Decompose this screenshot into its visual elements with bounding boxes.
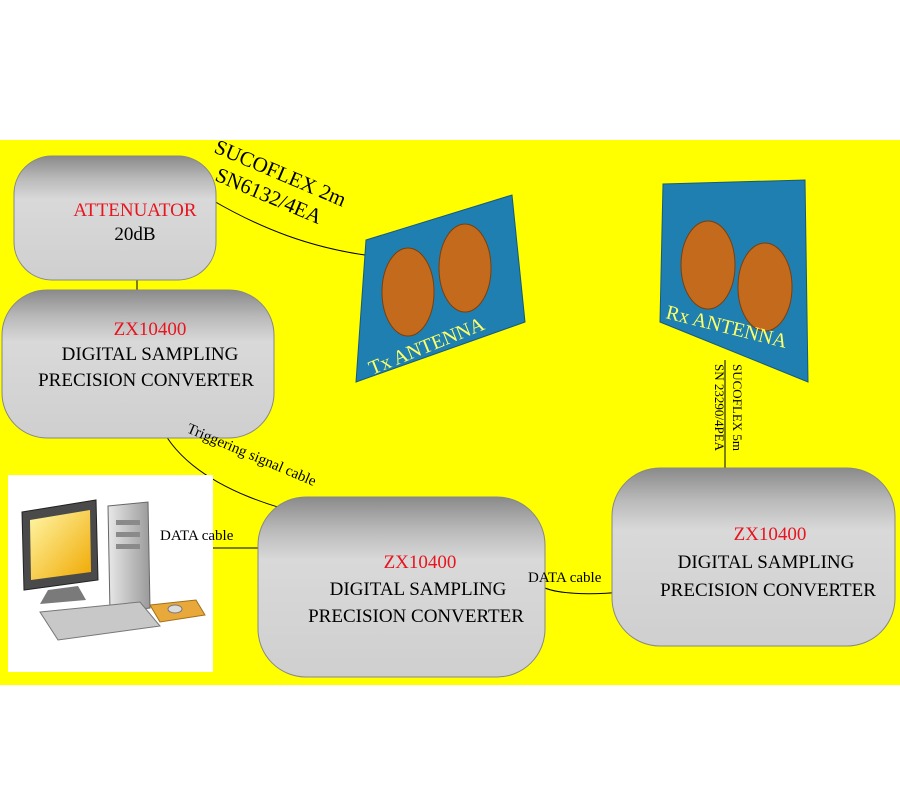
converter-middle-line2: PRECISION CONVERTER: [308, 606, 524, 627]
converter-right-line2: PRECISION CONVERTER: [660, 580, 876, 601]
attenuator-title: ATTENUATOR: [73, 200, 196, 221]
rx-antenna: Rx ANTENNA: [659, 179, 809, 383]
data-cable-converters-label: DATA cable: [528, 570, 602, 586]
tx-cable-line: [211, 199, 373, 257]
converter-box-top: ZX10400 DIGITAL SAMPLING PRECISION CONVE…: [1, 289, 275, 439]
tx-antenna-element-left: [381, 247, 435, 337]
rx-cable-label-line1: SUCOFLEX 5m: [730, 364, 745, 451]
data-cable-pc-label: DATA cable: [160, 528, 234, 544]
converter-top-model: ZX10400: [114, 319, 187, 340]
attenuator-value: 20dB: [114, 224, 155, 245]
rx-antenna-element-right: [737, 242, 793, 332]
converter-top-line1: DIGITAL SAMPLING: [62, 344, 239, 365]
attenuator-box: ATTENUATOR 20dB: [13, 155, 217, 281]
converter-top-line2: PRECISION CONVERTER: [38, 370, 254, 391]
desktop-computer-icon: [21, 499, 206, 641]
converter-right-line1: DIGITAL SAMPLING: [678, 552, 855, 573]
converter-box-right: ZX10400 DIGITAL SAMPLING PRECISION CONVE…: [611, 467, 896, 647]
converter-box-middle: ZX10400 DIGITAL SAMPLING PRECISION CONVE…: [257, 496, 546, 678]
rx-antenna-element-left: [680, 220, 736, 310]
rx-cable-label-line2: SN 23290/4PEA: [712, 364, 727, 452]
converter-middle-line1: DIGITAL SAMPLING: [330, 579, 507, 600]
tx-antenna-element-right: [438, 223, 492, 313]
converter-middle-model: ZX10400: [384, 552, 457, 573]
computer: [8, 475, 213, 672]
converter-right-model: ZX10400: [734, 524, 807, 545]
